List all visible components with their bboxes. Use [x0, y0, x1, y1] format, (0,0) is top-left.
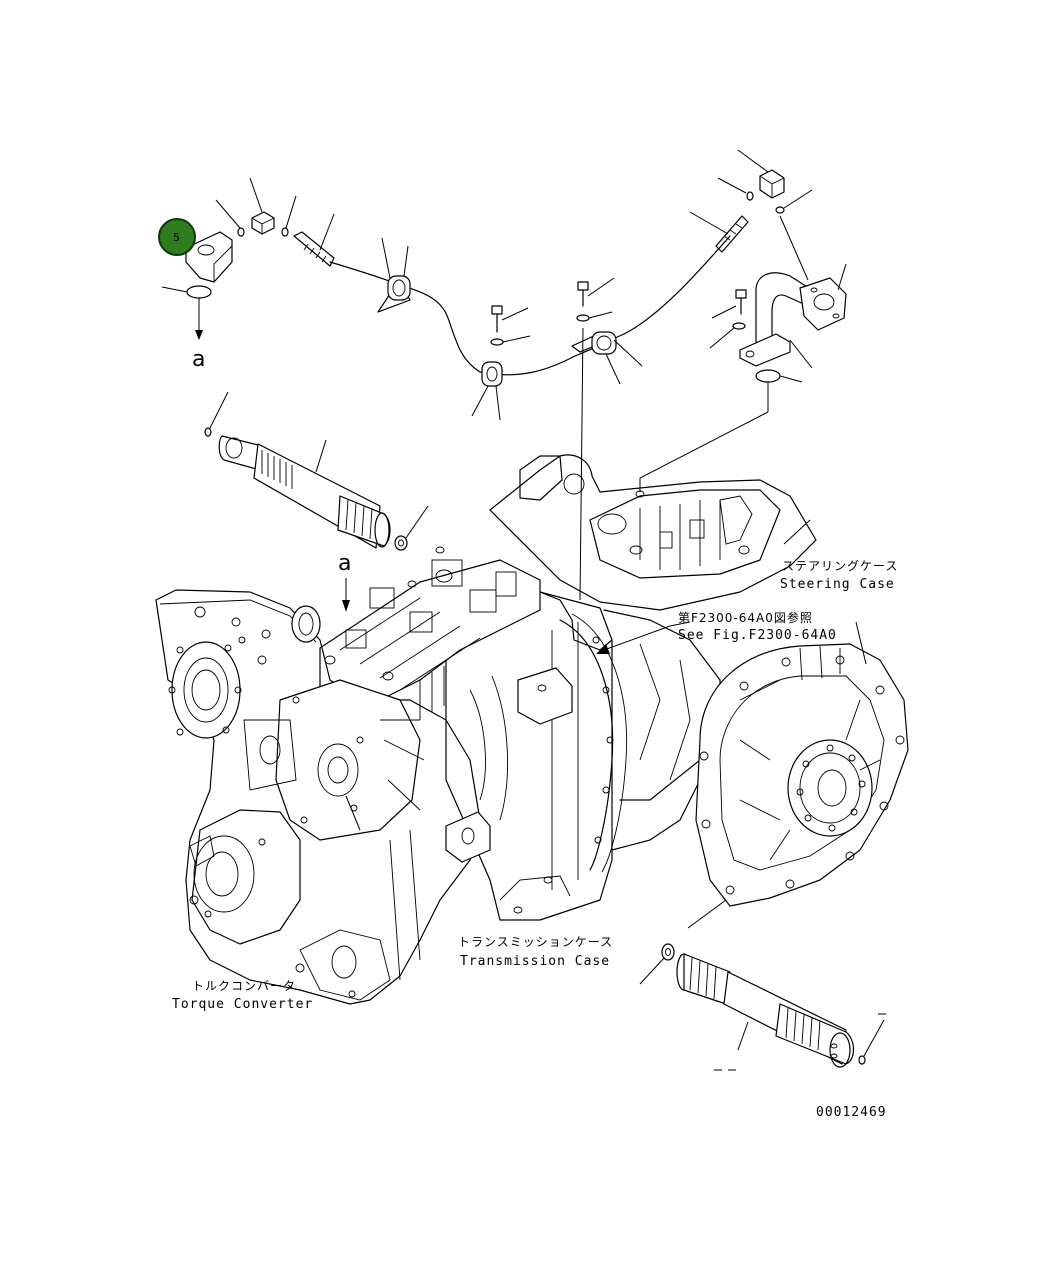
torque-converter-label-jp: トルクコンバータ — [192, 979, 296, 993]
view-label-a-top: a — [192, 347, 205, 372]
hose-bolt — [293, 213, 335, 267]
bracket-part — [185, 231, 233, 283]
output-shaft-lower — [676, 953, 855, 1068]
o-ring-small-2 — [281, 195, 297, 237]
bolt-2 — [576, 277, 615, 322]
view-arrow-a — [342, 578, 350, 612]
plug-lower — [858, 1019, 885, 1065]
transmission-case-label-jp: トランスミッションケース — [458, 935, 613, 949]
output-shaft-upper — [204, 391, 391, 549]
o-ring-small-4 — [775, 189, 813, 214]
torque-converter-label-en: Torque Converter — [172, 997, 313, 1012]
bolt-3 — [709, 289, 747, 349]
o-ring-small-3 — [717, 177, 754, 201]
steering-case-label-en: Steering Case — [780, 577, 895, 592]
callout-number: 5 — [173, 231, 180, 244]
see-fig-label-en: See Fig.F2300-64A0 — [678, 628, 837, 643]
see-fig-leader — [596, 621, 691, 654]
clamp-1 — [377, 237, 411, 313]
callout-5[interactable]: 5 — [158, 218, 196, 256]
gasket-right — [639, 369, 803, 492]
callout-circle[interactable] — [158, 218, 196, 256]
o-ring-small-1 — [215, 199, 245, 237]
bolt-1 — [490, 305, 531, 346]
elbow-fitting — [249, 177, 275, 235]
drawing-number: 00012469 — [816, 1105, 887, 1120]
connector-fitting-top — [737, 149, 785, 199]
steering-case-label-jp: ステアリングケース — [782, 559, 898, 573]
snap-ring-upper — [394, 505, 429, 551]
see-fig-label-jp: 第F2300-64A0図参照 — [678, 610, 813, 625]
clamp-2 — [471, 361, 503, 421]
hose-bolt-2 — [689, 211, 749, 253]
clamp-3 — [571, 331, 643, 385]
transmission-case-label-en: Transmission Case — [460, 954, 610, 969]
view-label-a-arrow: a — [338, 551, 351, 576]
gasket-left — [161, 285, 212, 340]
transmission-assembly — [155, 454, 909, 1005]
snap-ring-lower — [639, 943, 675, 985]
elbow-pipe-flange — [739, 215, 847, 369]
